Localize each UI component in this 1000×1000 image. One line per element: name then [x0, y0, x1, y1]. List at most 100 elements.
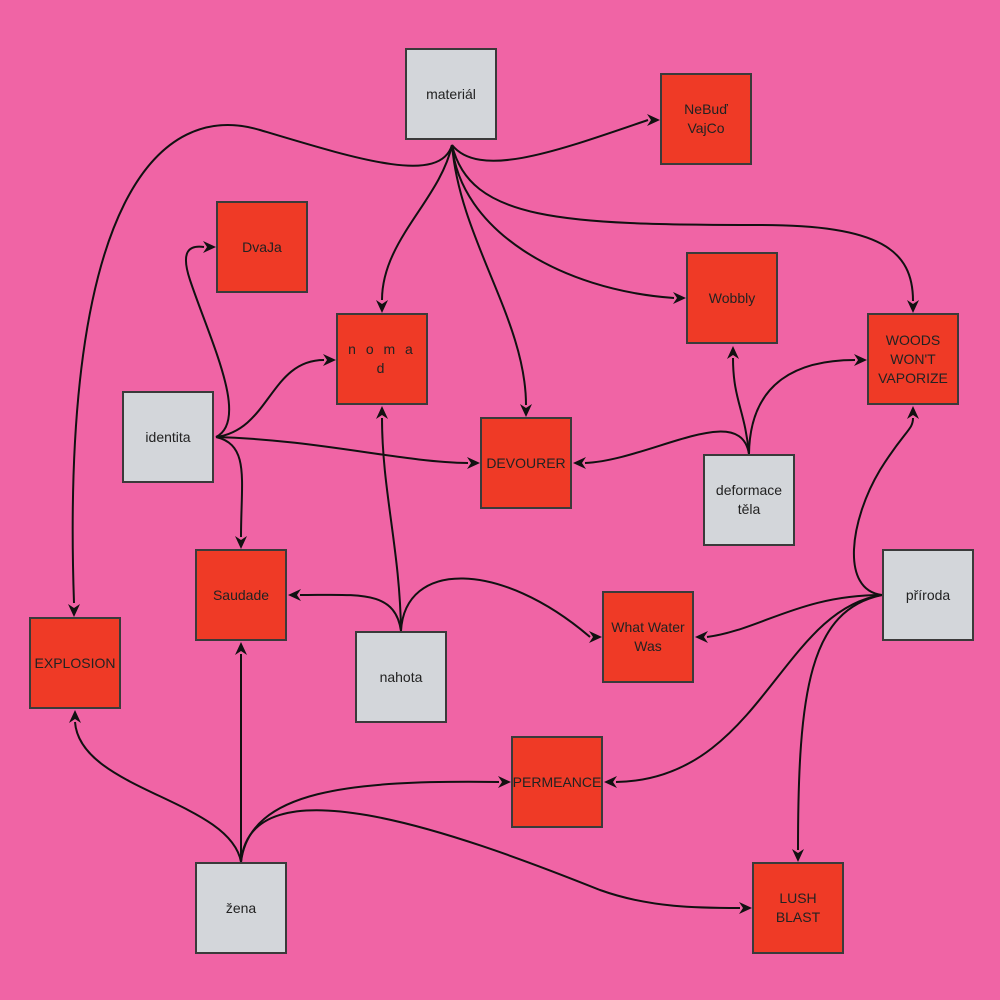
arrowhead-icon: [673, 292, 686, 304]
node-label: PERMEANCE: [512, 773, 602, 790]
arrowhead-icon: [376, 300, 388, 313]
node-nahota[interactable]: nahota: [355, 631, 447, 723]
node-label: WOODS WON'T VAPORIZE: [878, 331, 948, 386]
edge-priroda-to-woods: [853, 406, 919, 596]
node-label: Saudade: [212, 586, 270, 603]
edge-line: [451, 144, 675, 299]
edge-line: [215, 359, 325, 438]
edge-line: [240, 809, 741, 909]
edge-line: [215, 436, 244, 538]
edge-priroda-to-whatwater: [695, 594, 883, 643]
edge-nahota-to-nomad: [376, 406, 402, 632]
node-saudade[interactable]: Saudade: [195, 549, 287, 641]
edge-zena-to-saudade: [235, 642, 247, 862]
arrowhead-icon: [68, 604, 80, 617]
edge-zena-to-lushblast: [240, 809, 752, 914]
arrowhead-icon: [589, 631, 602, 643]
node-lush-blast[interactable]: LUSH BLAST: [752, 862, 844, 954]
node-dvaja[interactable]: DvaJa: [216, 201, 308, 293]
node-material[interactable]: materiál: [405, 48, 497, 140]
edge-line: [584, 430, 750, 464]
node-nebud-vajco[interactable]: NeBuď VajCo: [660, 73, 752, 165]
edge-line: [615, 594, 883, 783]
node-nomad[interactable]: n o m a d: [336, 313, 428, 405]
edge-line: [71, 124, 453, 604]
arrowhead-icon: [647, 114, 660, 126]
node-priroda[interactable]: příroda: [882, 549, 974, 641]
arrowhead-icon: [854, 354, 867, 366]
edge-line: [185, 245, 231, 438]
arrowhead-icon: [792, 849, 804, 862]
arrowhead-icon: [695, 631, 708, 643]
arrowhead-icon: [203, 241, 216, 253]
arrowhead-icon: [520, 404, 532, 417]
edge-line: [240, 780, 500, 863]
edge-deformace-to-devourer: [573, 430, 750, 469]
node-label: žena: [225, 899, 257, 916]
edge-priroda-to-lushblast: [792, 594, 883, 862]
edge-material-to-nomad: [376, 144, 453, 313]
arrowhead-icon: [69, 710, 81, 723]
arrowhead-icon: [467, 457, 480, 469]
node-woods-wont-vaporize[interactable]: WOODS WON'T VAPORIZE: [867, 313, 959, 405]
node-label: identita: [145, 428, 191, 445]
edge-deformace-to-woods: [748, 354, 867, 455]
arrowhead-icon: [907, 406, 919, 419]
node-identita[interactable]: identita: [122, 391, 214, 483]
node-label: DEVOURER: [486, 454, 566, 471]
edge-line: [451, 119, 649, 162]
node-label: Wobbly: [708, 289, 756, 306]
edge-line: [299, 593, 402, 632]
edge-zena-to-permeance: [240, 776, 511, 863]
edge-zena-to-explosion: [69, 710, 242, 863]
arrowhead-icon: [739, 902, 752, 914]
edge-priroda-to-permeance: [604, 594, 883, 788]
node-explosion[interactable]: EXPLOSION: [29, 617, 121, 709]
edge-line: [797, 594, 883, 851]
node-label: deformace těla: [715, 482, 783, 517]
arrowhead-icon: [323, 354, 336, 366]
node-label: EXPLOSION: [34, 654, 116, 671]
edge-line: [853, 417, 914, 596]
node-label: nahota: [379, 668, 423, 685]
edge-material-to-wobbly: [451, 144, 686, 304]
edge-line: [215, 436, 469, 464]
edge-line: [706, 594, 883, 638]
arrowhead-icon: [288, 589, 301, 601]
edge-line: [74, 721, 242, 863]
node-label: materiál: [426, 85, 476, 102]
node-label: DvaJa: [242, 238, 282, 255]
node-label: What Water Was: [611, 619, 685, 654]
arrowhead-icon: [498, 776, 511, 788]
arrowhead-icon: [376, 406, 388, 419]
edge-material-to-devourer: [451, 144, 532, 417]
arrowhead-icon: [907, 300, 919, 313]
node-label: LUSH BLAST: [775, 890, 821, 925]
edge-material-to-explosion: [68, 124, 453, 617]
arrowhead-icon: [727, 346, 739, 359]
edge-identita-to-devourer: [215, 436, 480, 469]
node-what-water-was[interactable]: What Water Was: [602, 591, 694, 683]
node-permeance[interactable]: PERMEANCE: [511, 736, 603, 828]
arrowhead-icon: [573, 457, 586, 469]
node-deformace-tela[interactable]: deformace těla: [703, 454, 795, 546]
edge-identita-to-dvaja: [185, 241, 231, 438]
edge-nahota-to-saudade: [288, 589, 402, 632]
edge-line: [451, 144, 914, 302]
node-label: příroda: [905, 586, 951, 603]
edge-line: [748, 359, 856, 455]
node-wobbly[interactable]: Wobbly: [686, 252, 778, 344]
node-zena[interactable]: žena: [195, 862, 287, 954]
arrowhead-icon: [235, 642, 247, 655]
edge-identita-to-saudade: [215, 436, 247, 549]
edge-material-to-nebud: [451, 114, 660, 162]
edge-material-to-woods: [451, 144, 919, 313]
node-label: NeBuď VajCo: [684, 101, 728, 136]
edge-deformace-to-wobbly: [727, 346, 750, 455]
node-devourer[interactable]: DEVOURER: [480, 417, 572, 509]
edge-identita-to-nomad: [215, 354, 336, 438]
edge-line: [732, 357, 750, 455]
edge-line: [400, 577, 591, 638]
